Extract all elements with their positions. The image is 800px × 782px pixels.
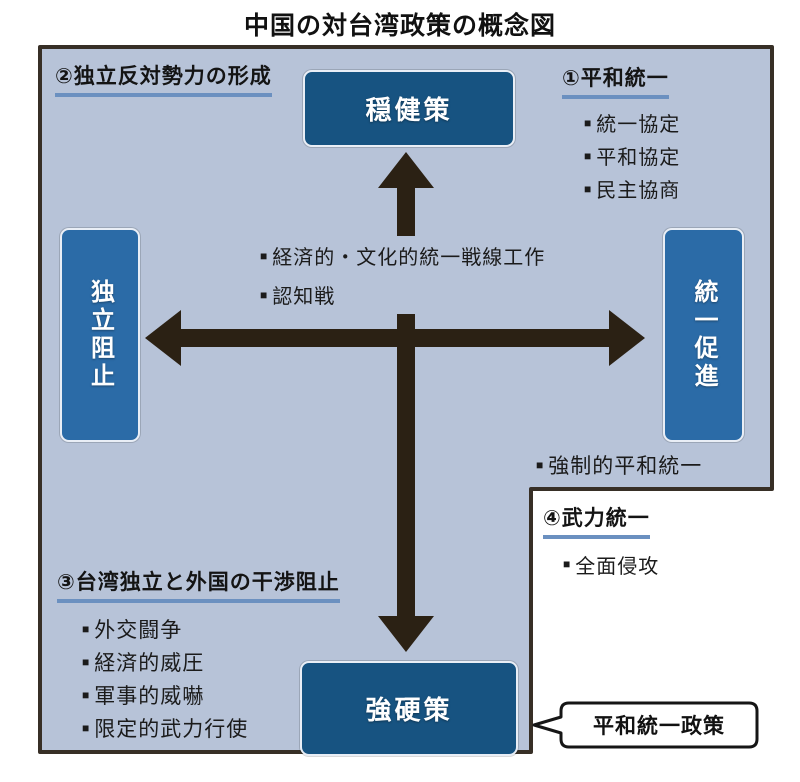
section-heading: ①平和統一 [562,62,669,99]
list-item: ■ 軍事的威嚇 [82,678,340,711]
box-moderate-policy-label: 穏健策 [365,95,453,125]
bullet-square-icon: ■ [82,687,91,702]
section-items: ■ 外交闘争 ■ 経済的威圧 ■ 軍事的威嚇 ■ 限定的武力行使 [57,612,340,744]
box-unification-promotion: 統一促進 [663,228,744,442]
section-peaceful-unification: ①平和統一 ■ 統一協定 ■ 平和協定 ■ 民主協商 [562,62,680,205]
callout-label: 平和統一政策 [593,715,725,738]
bullet-square-icon: ■ [584,115,593,130]
list-item: ■ 外交闘争 [82,612,340,645]
bullet-square-icon: ■ [82,720,91,735]
section-heading: ④武力統一 [543,502,650,539]
section-anti-independence-forces: ②独立反対勢力の形成 [55,60,272,97]
list-item-label: 外交闘争 [94,618,183,642]
list-item-label: 軍事的威嚇 [94,684,205,708]
list-item-label: 経済的・文化的統一戦線工作 [272,247,546,269]
list-item-label: 平和協定 [596,147,681,169]
list-item: ■ 統一協定 [584,106,680,139]
list-item-label: 全面侵攻 [575,555,660,578]
list-item: ■ 全面侵攻 [563,547,659,581]
section-heading: ②独立反対勢力の形成 [55,60,272,97]
bullet-square-icon: ■ [563,557,572,571]
vertical-arrow-icon [378,152,434,652]
box-hardline-policy: 強硬策 [300,661,518,756]
list-item: ■ 民主協商 [584,172,680,205]
section-armed-unification: ④武力統一 ■ 全面侵攻 [543,502,659,581]
bullet-square-icon: ■ [260,287,269,302]
bullet-square-icon: ■ [584,148,593,163]
section-items: ■ 統一協定 ■ 平和協定 ■ 民主協商 [562,106,680,205]
diagram-title: 中国の対台湾政策の概念図 [243,12,556,40]
bullet-square-icon: ■ [584,181,593,196]
section-items: ■ 全面侵攻 [543,547,659,581]
list-item-label: 強制的平和統一 [548,455,703,478]
bullet-square-icon: ■ [82,621,91,636]
horizontal-arrow-icon [145,310,645,366]
list-item: ■ 経済的・文化的統一戦線工作 [260,236,545,275]
list-item: ■ 平和協定 [584,139,680,172]
center-notes: ■ 経済的・文化的統一戦線工作 ■ 認知戦 [256,236,550,314]
bullet-square-icon: ■ [260,248,269,263]
box-independence-blocking-label: 独立阻止 [86,279,114,391]
list-item-label: 統一協定 [596,114,681,136]
box-unification-promotion-label: 統一促進 [690,279,717,391]
box-moderate-policy: 穏健策 [303,70,515,147]
bullet-square-icon: ■ [82,654,91,669]
box-independence-blocking: 独立阻止 [60,228,140,442]
list-item: ■ 経済的威圧 [82,645,340,678]
box-hardline-policy-label: 強硬策 [365,695,453,725]
list-item: ■ 強制的平和統一 [536,450,702,480]
bullet-square-icon: ■ [536,458,545,472]
list-item: ■ 認知戦 [260,275,545,314]
list-item-label: 経済的威圧 [94,651,205,675]
coercive-unification-note: ■ 強制的平和統一 [536,450,702,480]
list-item: ■ 限定的武力行使 [82,711,340,744]
section-interference-prevention: ③台湾独立と外国の干渉阻止 ■ 外交闘争 ■ 経済的威圧 ■ 軍事的威嚇 ■ 限… [57,566,340,744]
section-heading: ③台湾独立と外国の干渉阻止 [57,566,340,603]
list-item-label: 限定的武力行使 [94,717,249,741]
list-item-label: 民主協商 [596,180,681,202]
list-item-label: 認知戦 [272,286,336,308]
